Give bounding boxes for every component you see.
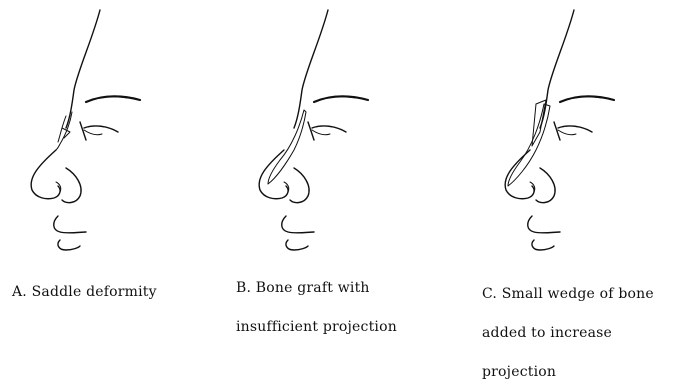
- caption-b-line-2: insufficient projection: [236, 321, 397, 334]
- caption-panel-b: B. Bone graft with insufficient projecti…: [236, 256, 397, 347]
- caption-c-line-1: C. Small wedge of bone: [482, 288, 654, 301]
- panel-a-drawing: [31, 10, 140, 250]
- caption-b-line-1: B. Bone graft with: [236, 282, 397, 295]
- caption-c-line-3: projection: [482, 366, 654, 379]
- caption-c-line-2: added to increase: [482, 327, 654, 340]
- caption-a-line-1: A. Saddle deformity: [12, 286, 157, 299]
- panel-b-drawing: [259, 10, 368, 250]
- caption-panel-a: A. Saddle deformity: [12, 260, 157, 312]
- panel-c-drawing: [505, 10, 614, 250]
- caption-panel-c: C. Small wedge of bone added to increase…: [482, 262, 654, 392]
